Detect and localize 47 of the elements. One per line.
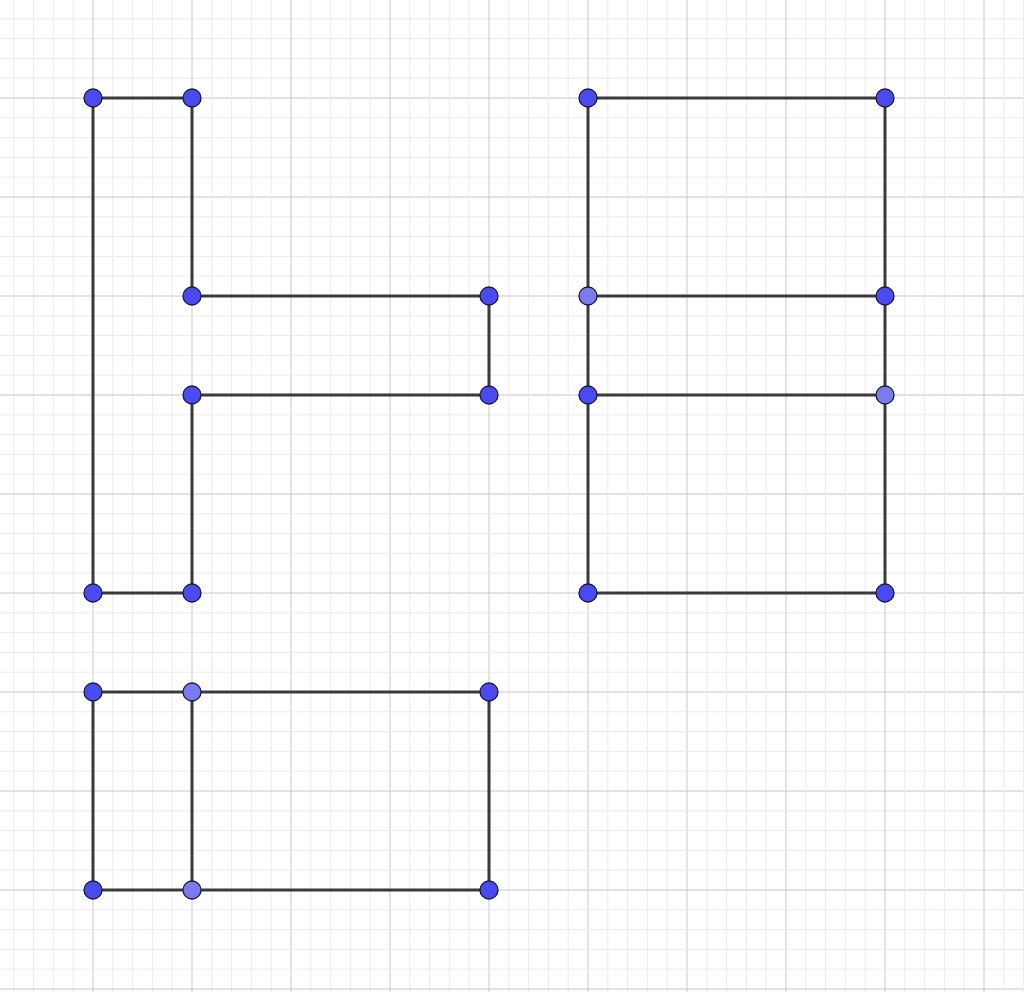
point: [182, 286, 202, 306]
line-segment: [597, 96, 876, 100]
point: [875, 385, 895, 405]
line-segment: [487, 701, 491, 881]
line-segment: [597, 393, 876, 397]
line-segment: [586, 305, 590, 386]
point: [875, 88, 895, 108]
point: [875, 286, 895, 306]
line-segment: [883, 107, 887, 287]
point: [578, 583, 598, 603]
point: [83, 880, 103, 900]
line-segment: [91, 701, 95, 881]
point: [578, 286, 598, 306]
line-segment: [190, 404, 194, 584]
point: [479, 286, 499, 306]
line-segment: [190, 107, 194, 287]
line-segment: [883, 305, 887, 386]
point: [578, 385, 598, 405]
point: [182, 583, 202, 603]
line-segment: [201, 294, 480, 298]
line-segment: [883, 404, 887, 584]
line-segment: [102, 96, 183, 100]
line-segment: [597, 591, 876, 595]
point: [479, 682, 499, 702]
line-segment: [597, 294, 876, 298]
line-segment: [91, 107, 95, 584]
point: [479, 385, 499, 405]
point: [182, 88, 202, 108]
line-segment: [201, 393, 480, 397]
point: [875, 583, 895, 603]
line-segment: [586, 404, 590, 584]
point: [83, 88, 103, 108]
point: [182, 880, 202, 900]
line-segment: [201, 888, 480, 892]
line-segment: [487, 305, 491, 386]
line-segment: [102, 690, 183, 694]
point: [578, 88, 598, 108]
point: [83, 682, 103, 702]
point: [182, 385, 202, 405]
line-segment: [102, 591, 183, 595]
line-segment: [190, 701, 194, 881]
point: [479, 880, 499, 900]
line-segment: [201, 690, 480, 694]
point: [83, 583, 103, 603]
point: [182, 682, 202, 702]
line-segment: [102, 888, 183, 892]
line-segment: [586, 107, 590, 287]
